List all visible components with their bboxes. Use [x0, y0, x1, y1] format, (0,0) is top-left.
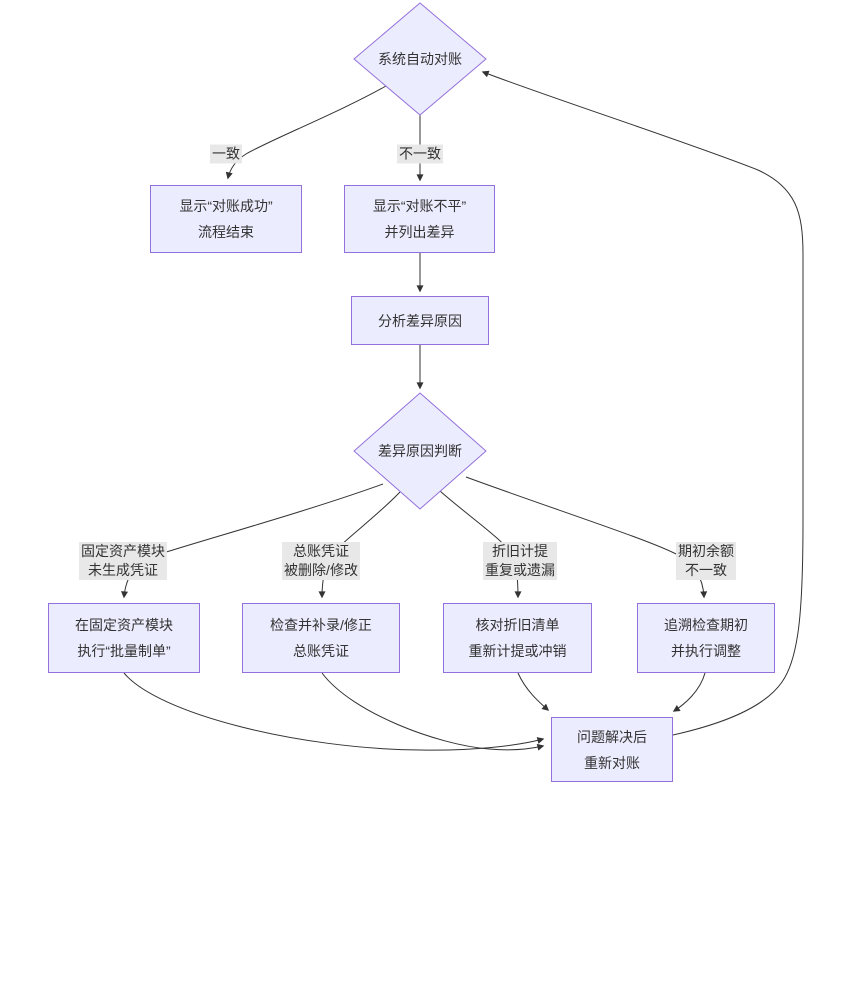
edge-retry-to-start: [481, 70, 804, 736]
edge-label-fixed-assets: 固定资产模块 未生成凭证: [79, 542, 167, 580]
start-decision-label: 系统自动对账: [378, 51, 462, 67]
node-fix-depreciation-line1: 核对折旧清单: [475, 617, 560, 633]
node-unbalanced-line2: 并列出差异: [384, 224, 455, 240]
node-fix-fixed-assets-line1: 在固定资产模块: [75, 617, 173, 633]
node-fix-fixed-assets-line2: 执行“批量制单”: [77, 643, 171, 659]
node-fix-fixed-assets: 在固定资产模块 执行“批量制单”: [48, 603, 200, 673]
edge-label-depreciation-line1: 折旧计提: [492, 543, 548, 559]
edge-label-general-ledger-line1: 总账凭证: [292, 543, 349, 559]
node-fix-opening-balance-line1: 追溯检查期初: [664, 617, 748, 633]
edge-opening-balance-to-retry: [672, 672, 706, 712]
node-success: 显示“对账成功” 流程结束: [150, 185, 302, 253]
node-fix-opening-balance-line2: 并执行调整: [671, 643, 741, 659]
edge-fixed-assets-to-retry: [123, 672, 545, 751]
edge-label-opening-balance-line2: 不一致: [685, 562, 727, 578]
node-retry-line2: 重新对账: [584, 754, 640, 771]
node-fix-general-ledger-line1: 检查并补录/修正: [270, 617, 372, 633]
edge-label-opening-balance: 期初余额 不一致: [676, 542, 736, 580]
start-decision-shape: [353, 2, 487, 116]
node-unbalanced: 显示“对账不平” 并列出差异: [344, 185, 495, 253]
node-fix-general-ledger-line2: 总账凭证: [293, 643, 349, 659]
node-retry: 问题解决后 重新对账: [551, 717, 673, 782]
edge-label-general-ledger: 总账凭证 被删除/修改: [282, 542, 360, 580]
edge-start-to-success: [225, 85, 387, 180]
edge-label-match: 一致: [210, 144, 242, 164]
edge-label-fixed-assets-line2: 未生成凭证: [88, 562, 158, 578]
node-fix-depreciation-line2: 重新计提或冲销: [468, 643, 567, 659]
edge-cause-to-fixed-assets: [121, 483, 384, 599]
node-fix-general-ledger: 检查并补录/修正 总账凭证: [242, 603, 400, 673]
cause-decision-label: 差异原因判断: [378, 443, 462, 459]
edge-general-ledger-to-retry: [321, 672, 545, 751]
edge-label-fixed-assets-line1: 固定资产模块: [81, 543, 165, 559]
node-success-line2: 流程结束: [198, 224, 254, 240]
node-fix-opening-balance: 追溯检查期初 并执行调整: [637, 603, 775, 673]
edge-label-depreciation-line2: 重复或遗漏: [485, 562, 555, 578]
node-success-line1: 显示“对账成功”: [179, 198, 273, 214]
edge-label-general-ledger-line2: 被删除/修改: [284, 562, 358, 578]
node-analyze-label: 分析差异原因: [378, 312, 462, 329]
node-fix-depreciation: 核对折旧清单 重新计提或冲销: [443, 603, 592, 673]
edge-label-opening-balance-line1: 期初余额: [678, 543, 734, 559]
edge-label-depreciation: 折旧计提 重复或遗漏: [483, 542, 557, 580]
node-retry-line1: 问题解决后: [577, 728, 647, 745]
edge-label-mismatch: 不一致: [397, 144, 443, 164]
cause-decision-shape: [353, 392, 487, 510]
node-analyze: 分析差异原因: [351, 296, 489, 345]
node-unbalanced-line1: 显示“对账不平”: [372, 198, 467, 214]
edge-depreciation-to-retry: [517, 672, 550, 711]
